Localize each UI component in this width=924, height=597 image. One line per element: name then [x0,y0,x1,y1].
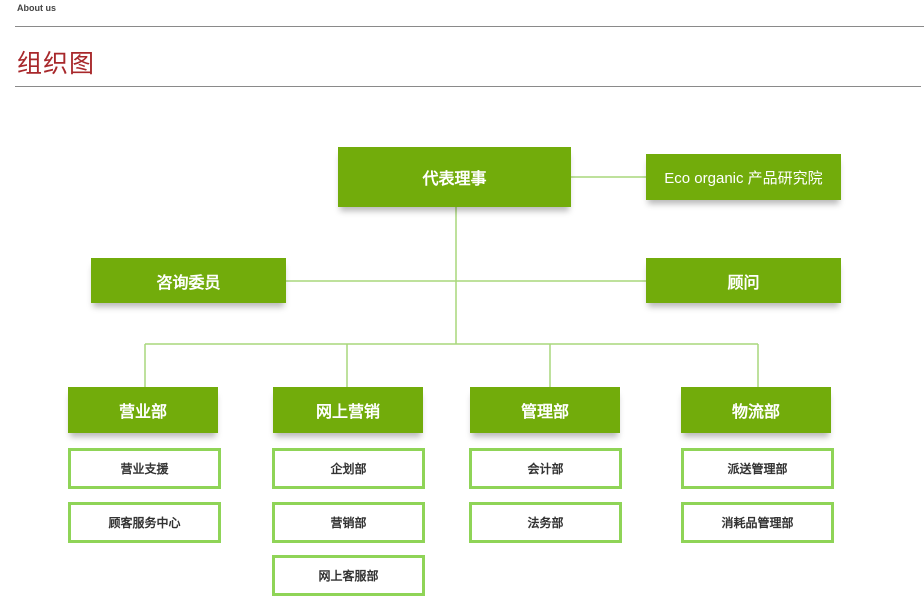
dept-box[interactable]: 物流部 [681,387,831,433]
head-box[interactable]: 代表理事 [338,147,571,207]
top-divider [15,26,924,27]
research-institute-box[interactable]: Eco organic 产品研究院 [646,154,841,200]
sub-unit-box[interactable]: 营业支援 [68,448,221,489]
dept-box[interactable]: 管理部 [470,387,620,433]
sub-unit-box[interactable]: 网上客服部 [272,555,425,596]
sub-unit-box[interactable]: 会计部 [469,448,622,489]
page-title: 组织图 [17,49,96,78]
advisor-box[interactable]: 顾问 [646,258,841,303]
consult-committee-box[interactable]: 咨询委员 [91,258,286,303]
sub-unit-box[interactable]: 营销部 [272,502,425,543]
sub-unit-box[interactable]: 消耗品管理部 [681,502,834,543]
sub-unit-box[interactable]: 派送管理部 [681,448,834,489]
sub-unit-box[interactable]: 企划部 [272,448,425,489]
dept-box[interactable]: 网上营销 [273,387,423,433]
sub-unit-box[interactable]: 顾客服务中心 [68,502,221,543]
dept-box[interactable]: 营业部 [68,387,218,433]
sub-unit-box[interactable]: 法务部 [469,502,622,543]
title-divider [15,86,921,87]
breadcrumb[interactable]: About us [17,3,56,13]
